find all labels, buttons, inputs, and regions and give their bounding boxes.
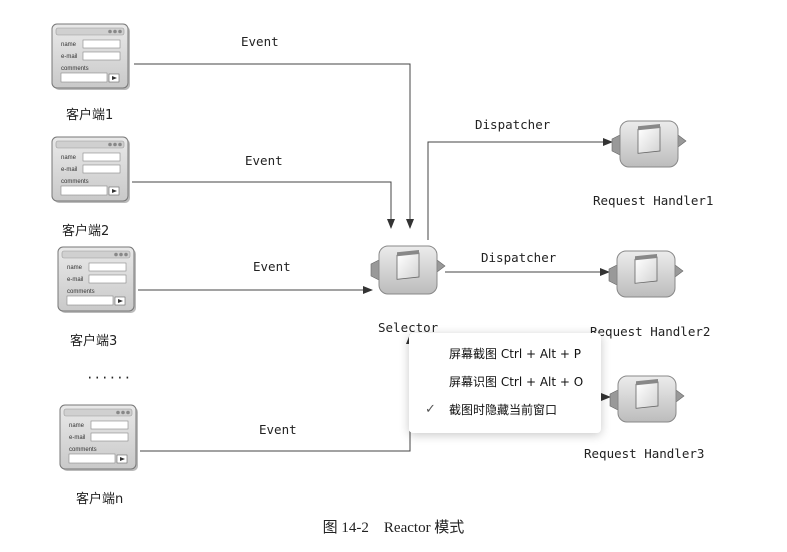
menu-item-label: 截图时隐藏当前窗口: [449, 403, 558, 417]
ellipsis: ······: [86, 370, 131, 385]
event-arrow-1: [134, 63, 414, 229]
event-label: Event: [253, 259, 291, 274]
client-window-n: name e-mail comments: [59, 404, 138, 471]
figure-caption: 图 14-2 Reactor 模式: [322, 520, 465, 536]
event-label: Event: [245, 153, 283, 168]
form-label: e-mail: [69, 435, 85, 441]
menu-item-label: 屏幕截图 Ctrl + Alt + P: [449, 347, 582, 361]
form-label: name: [69, 423, 85, 429]
form-label: e-mail: [61, 54, 77, 60]
selector-icon: [370, 245, 446, 295]
event-label: Event: [241, 34, 279, 49]
form-label: name: [67, 265, 83, 271]
event-arrow-2: [132, 181, 395, 229]
client-label: 客户端2: [62, 223, 109, 239]
form-label: comments: [61, 179, 89, 185]
context-menu: 屏幕截图 Ctrl + Alt + P 屏幕识图 Ctrl + Alt + O …: [409, 333, 601, 433]
dispatcher-label: Dispatcher: [481, 250, 557, 265]
client-label: 客户端n: [76, 491, 123, 507]
menu-item-label: 屏幕识图 Ctrl + Alt + O: [449, 375, 584, 389]
client-label: 客户端1: [66, 107, 113, 123]
menu-item-image-recognition[interactable]: 屏幕识图 Ctrl + Alt + O: [409, 370, 601, 394]
client-label: 客户端3: [70, 333, 117, 349]
handler-label: Request Handler2: [590, 324, 710, 339]
client-window-3: name e-mail comments: [57, 246, 136, 313]
form-label: name: [61, 155, 77, 161]
client-window-1: name e-mail comments: [51, 23, 130, 90]
client-window-2: name e-mail comments: [51, 136, 130, 203]
checkmark-icon: ✓: [425, 402, 436, 417]
form-label: name: [61, 42, 77, 48]
form-label: e-mail: [67, 277, 83, 283]
handler-label: Request Handler1: [593, 193, 713, 208]
form-label: comments: [67, 289, 95, 295]
handler-icon: [608, 250, 684, 298]
handler-label: Request Handler3: [584, 446, 704, 461]
event-label: Event: [259, 422, 297, 437]
menu-item-screenshot[interactable]: 屏幕截图 Ctrl + Alt + P: [409, 342, 601, 366]
handler-icon: [609, 375, 685, 423]
form-label: comments: [61, 66, 89, 72]
dispatcher-label: Dispatcher: [475, 117, 551, 132]
dispatch-arrow-1: [427, 138, 613, 240]
form-label: e-mail: [61, 167, 77, 173]
handler-icon: [611, 120, 687, 168]
menu-item-hide-window[interactable]: ✓ 截图时隐藏当前窗口: [409, 398, 601, 422]
selector-label: Selector: [378, 320, 439, 335]
form-label: comments: [69, 447, 97, 453]
